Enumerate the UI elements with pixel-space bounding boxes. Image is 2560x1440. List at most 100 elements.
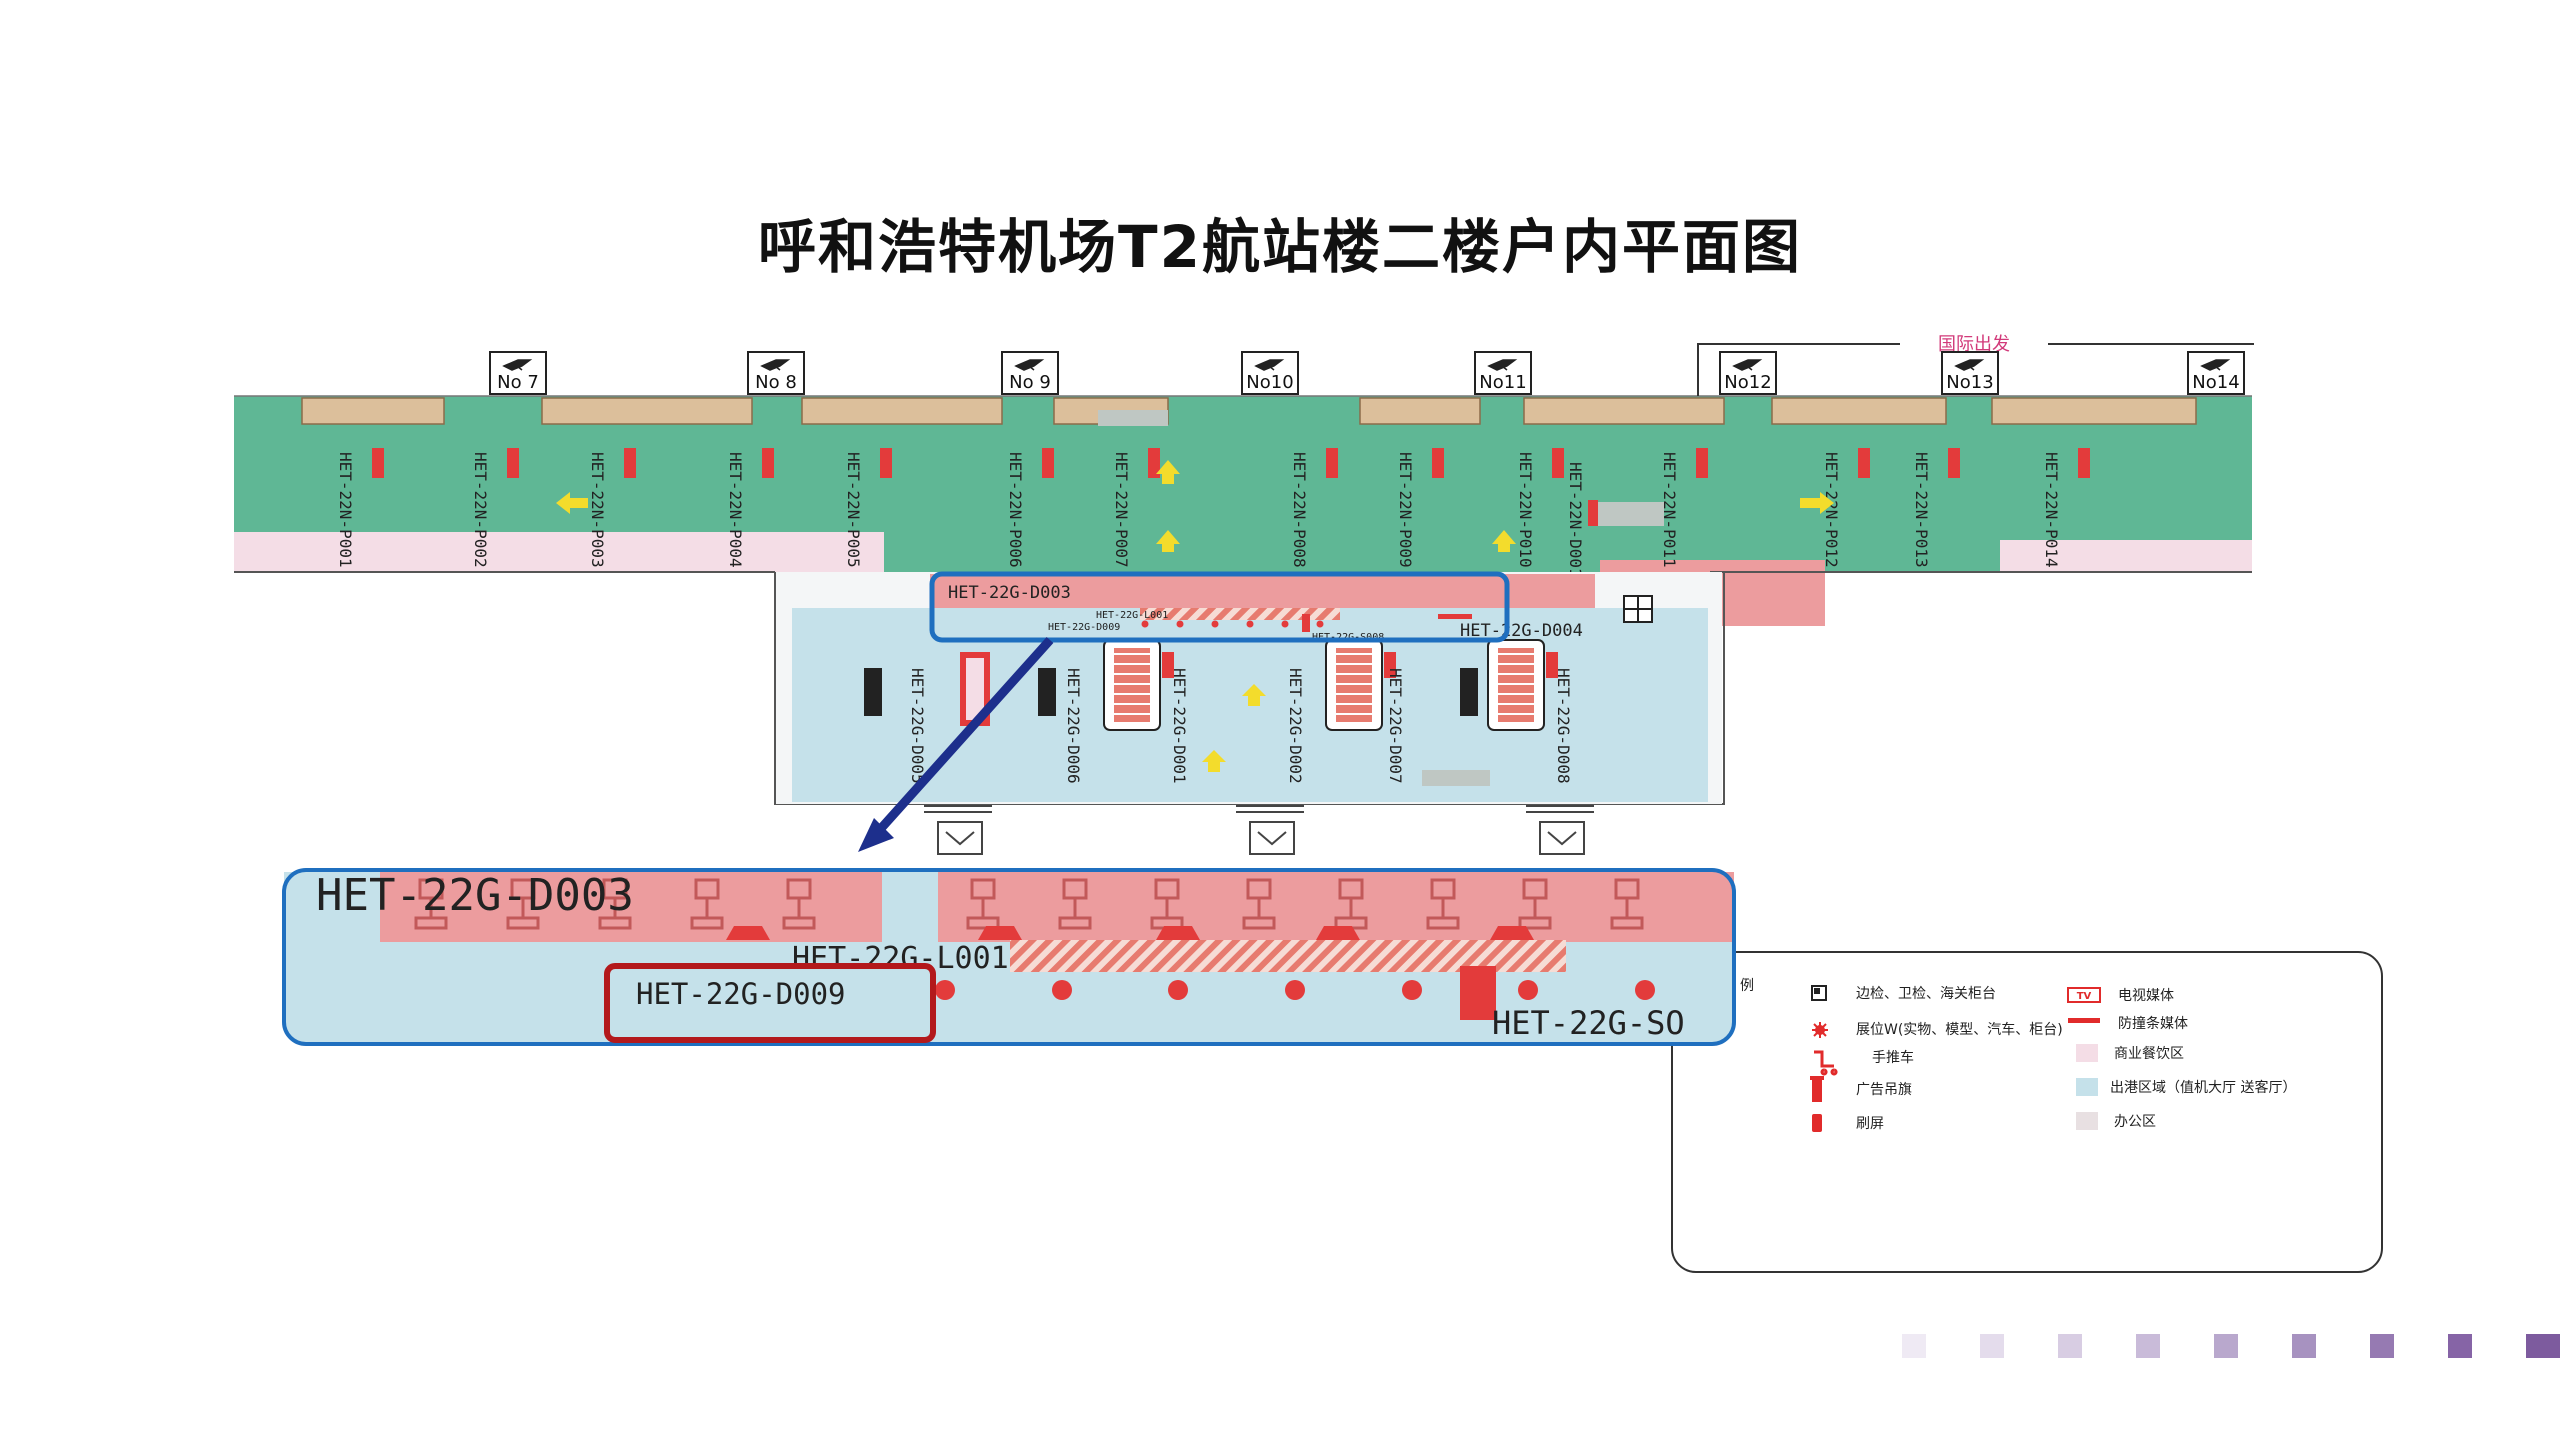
airplane-icon [1014,359,1045,371]
p-point-label: HET-22N-D001 [1566,462,1585,578]
gate-badge: No10 [1241,351,1299,395]
trolley-icon [1814,1050,1838,1076]
p-point-label: HET-22N-P010 [1516,452,1535,568]
label-l001: HET-22G-L001 [1096,610,1168,621]
p-point: HET-22N-D001 [1566,462,1598,578]
decor-square [1902,1334,1926,1358]
up-arrow-icon [1202,750,1226,772]
commercial-strip-right [2000,540,2252,572]
ad-banner-marker [1432,448,1444,478]
decor-square [2292,1334,2316,1358]
tv-icon [2067,987,2101,1003]
ad-banner-marker [1042,448,1054,478]
p-point-label: HET-22N-P008 [1290,452,1309,568]
hall-point-label: HET-22G-D001 [1170,668,1189,784]
ad-banner-marker [624,448,636,478]
left-arrow-icon [556,492,588,514]
p-point: HET-22N-P011 [1660,448,1708,568]
airplane-icon [1732,359,1763,371]
page-title: 呼和浩特机场T2航站楼二楼户内平面图 [758,213,1802,281]
gate-number: No10 [1246,372,1293,393]
legend-title: 例 [1740,978,1754,994]
gate-number: No13 [1946,372,1993,393]
airplane-icon [760,359,791,371]
checkin-island [1325,639,1396,731]
hall-point-label: HET-22G-D008 [1554,668,1573,784]
gate-badge: No 8 [747,351,805,395]
screen-icon [1812,1114,1822,1132]
zoom-red-highlight [604,963,936,1043]
airplane-icon [2200,359,2231,371]
svg-text:刷屏: 刷屏 [1856,1116,1884,1132]
p-point: HET-22N-P007 [1112,448,1160,568]
p-point: HET-22N-P014 [2042,448,2090,568]
airplane-icon [1487,359,1518,371]
up-arrow-icon [1242,684,1266,706]
counter-dots [1141,614,1472,632]
decor-square [2448,1334,2472,1358]
booth-icon [1812,1022,1828,1038]
hall-point-label: HET-22G-D005 [908,668,927,784]
pointer-arrow [872,636,1054,838]
svg-text:TV: TV [2077,991,2092,1002]
up-arrow-icon [1156,460,1180,484]
gate-number: No 8 [755,372,797,393]
zoom-label-l001: HET-22G-L001 [792,941,1009,976]
p-point-label: HET-22N-P011 [1660,452,1679,568]
decor-square [1980,1334,2004,1358]
decor-square [2136,1334,2160,1358]
p-point-label: HET-22N-P012 [1822,452,1841,568]
p-point: HET-22N-P004 [726,448,774,568]
p-point-label: HET-22N-P007 [1112,452,1131,568]
airplane-icon [502,359,533,371]
ad-banner-marker [507,448,519,478]
svg-text:防撞条媒体: 防撞条媒体 [2118,1015,2188,1032]
ad-banner-marker [762,448,774,478]
hall-point-label: HET-22G-D007 [1386,668,1405,784]
p-point-label: HET-22N-P004 [726,452,745,568]
gate-badge: No14 [2187,351,2245,395]
escalator-patch [1598,502,1664,526]
p-point: HET-22N-P002 [471,448,519,568]
zoom-label-so: HET-22G-SO [1492,1004,1685,1042]
escalator-patch [1098,410,1168,426]
up-arrow-icon [1492,530,1516,552]
p-point: HET-22N-P003 [588,448,636,568]
ad-banner-marker [1148,448,1160,478]
small-stands [864,668,1478,716]
p-point-label: HET-22N-P005 [844,452,863,568]
p-point: HET-22N-P010 [1516,448,1564,568]
ad-banner-marker [1696,448,1708,478]
commercial-swatch [2076,1044,2098,1062]
banner-icon [1812,1076,1822,1102]
ad-banner-marker [372,448,384,478]
checkin-island [1487,639,1558,731]
ad-banner-marker [1552,448,1564,478]
gate-number: No 7 [497,372,539,393]
international-departure-label: 国际出发 [1938,334,2010,355]
entrances [924,805,1594,855]
svg-text:手推车: 手推车 [1872,1049,1914,1066]
zoom-label-d003: HET-22G-D003 [316,870,634,921]
svg-text:展位W(实物、模型、汽车、柜台): 展位W(实物、模型、汽车、柜台) [1856,1021,2063,1038]
ad-banner-marker [1326,448,1338,478]
svg-text:电视媒体: 电视媒体 [2118,988,2174,1004]
gate-badge: No 9 [1001,351,1059,395]
zoom-inset: HET-22G-D003 HET-22G-L001 HET-22G-D009 H… [282,868,1736,1046]
decor-square [2214,1334,2238,1358]
p-point-label: HET-22N-P013 [1912,452,1931,568]
right-arrow-icon [1800,492,1834,514]
ad-banner-marker [1948,448,1960,478]
airplane-icon [1954,359,1985,371]
svg-text:商业餐饮区: 商业餐饮区 [2114,1046,2184,1062]
gate-number: No 9 [1009,372,1051,393]
checkin-islands [1103,639,1558,731]
gate-number: No14 [2192,372,2239,393]
decor-square [2526,1334,2560,1358]
gate-badge: No11 [1474,351,1532,395]
p-point-label: HET-22N-P001 [336,452,355,568]
p-point: HET-22N-P005 [844,448,892,568]
label-d004: HET-22G-D004 [1460,621,1583,641]
